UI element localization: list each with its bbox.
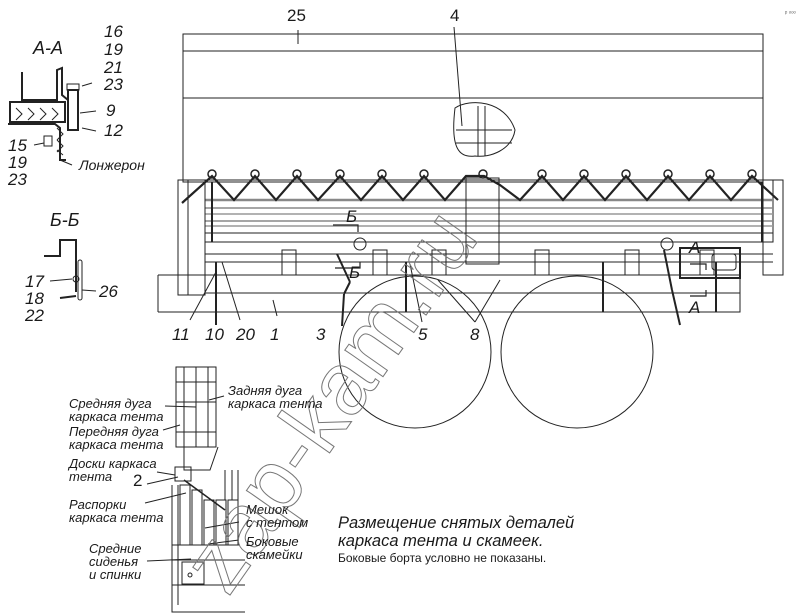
callout-9: 9 [106,101,116,120]
label-boards-2: тента [69,469,113,484]
stowage-view [171,366,245,613]
callout-21: 21 [104,58,123,77]
callout-16: 16 [104,22,123,41]
callout-22: 22 [25,306,44,325]
label-front-arch-2: каркаса тента [69,437,164,452]
cargo-body-side [177,177,784,296]
chassis-frame [157,237,773,313]
section-b-b-title: Б-Б [50,210,80,230]
callout-2: 2 [133,471,143,490]
callout-11: 11 [172,325,190,344]
callout-19b: 19 [8,153,27,172]
section-mark-a-top: А [689,238,701,257]
label-front-arch-1: Передняя дуга [69,424,159,439]
tie-rope [181,174,779,204]
callout-20: 20 [236,325,255,344]
tarp-cover [182,26,764,183]
label-middle-arch-2: каркаса тента [69,409,164,424]
caption-title-line-2: каркаса тента и скамеек. [338,532,544,550]
callout-23: 23 [104,75,123,94]
callout-25: 25 [287,6,306,25]
caption-title-line-1: Размещение снятых деталей [338,514,575,532]
label-seats-1: Средние [89,541,142,556]
label-middle-arch-1: Средняя дуга [69,396,152,411]
section-mark-b-top: Б [346,207,358,226]
section-a-a-title: А-А [33,38,64,58]
callout-17: 17 [25,272,44,291]
callout-10: 10 [205,325,224,344]
callout-26: 26 [99,282,118,301]
callout-18: 18 [25,289,44,308]
callout-19: 19 [104,40,123,59]
patch-detail-4 [453,102,516,157]
label-seats-2: сиденья [89,554,139,569]
callout-15: 15 [8,136,27,155]
label-seats-3: и спинки [89,567,142,582]
label-spacers-2: каркаса тента [69,510,164,525]
label-benches-2: скамейки [246,547,303,562]
label-bag-1: Мешок [246,502,289,517]
label-benches-1: Боковые [246,534,299,549]
label-boards-1: Доски каркаса [69,456,157,471]
callout-4: 4 [450,6,460,25]
label-rear-arch-2: каркаса тента [228,396,323,411]
longeron-label: Лонжерон [79,157,145,173]
section-mark-a-bottom: А [689,298,701,317]
section-markers [333,224,707,297]
section-a-a-detail [8,66,97,166]
caption-subtitle: Боковые борта условно не показаны. [338,551,547,565]
callout-23b: 23 [8,170,27,189]
callout-8: 8 [470,325,480,344]
callout-5: 5 [418,325,428,344]
label-rear-arch-1: Задняя дуга [228,383,303,398]
callout-3: 3 [316,325,326,344]
callout-12: 12 [104,121,123,140]
corner-mark: ᵖ ᵒᵒᵒ [785,11,796,17]
stowage-leaders [144,395,240,562]
rear-wheel-1 [338,275,492,429]
label-bag-2: с тентом [246,515,309,530]
grommets [207,169,757,179]
label-spacers-1: Распорки [69,497,127,512]
rear-wheel-2 [500,275,654,429]
callout-1: 1 [270,325,280,344]
section-b-b-detail [44,239,97,301]
section-mark-b-bottom: Б [349,263,361,282]
